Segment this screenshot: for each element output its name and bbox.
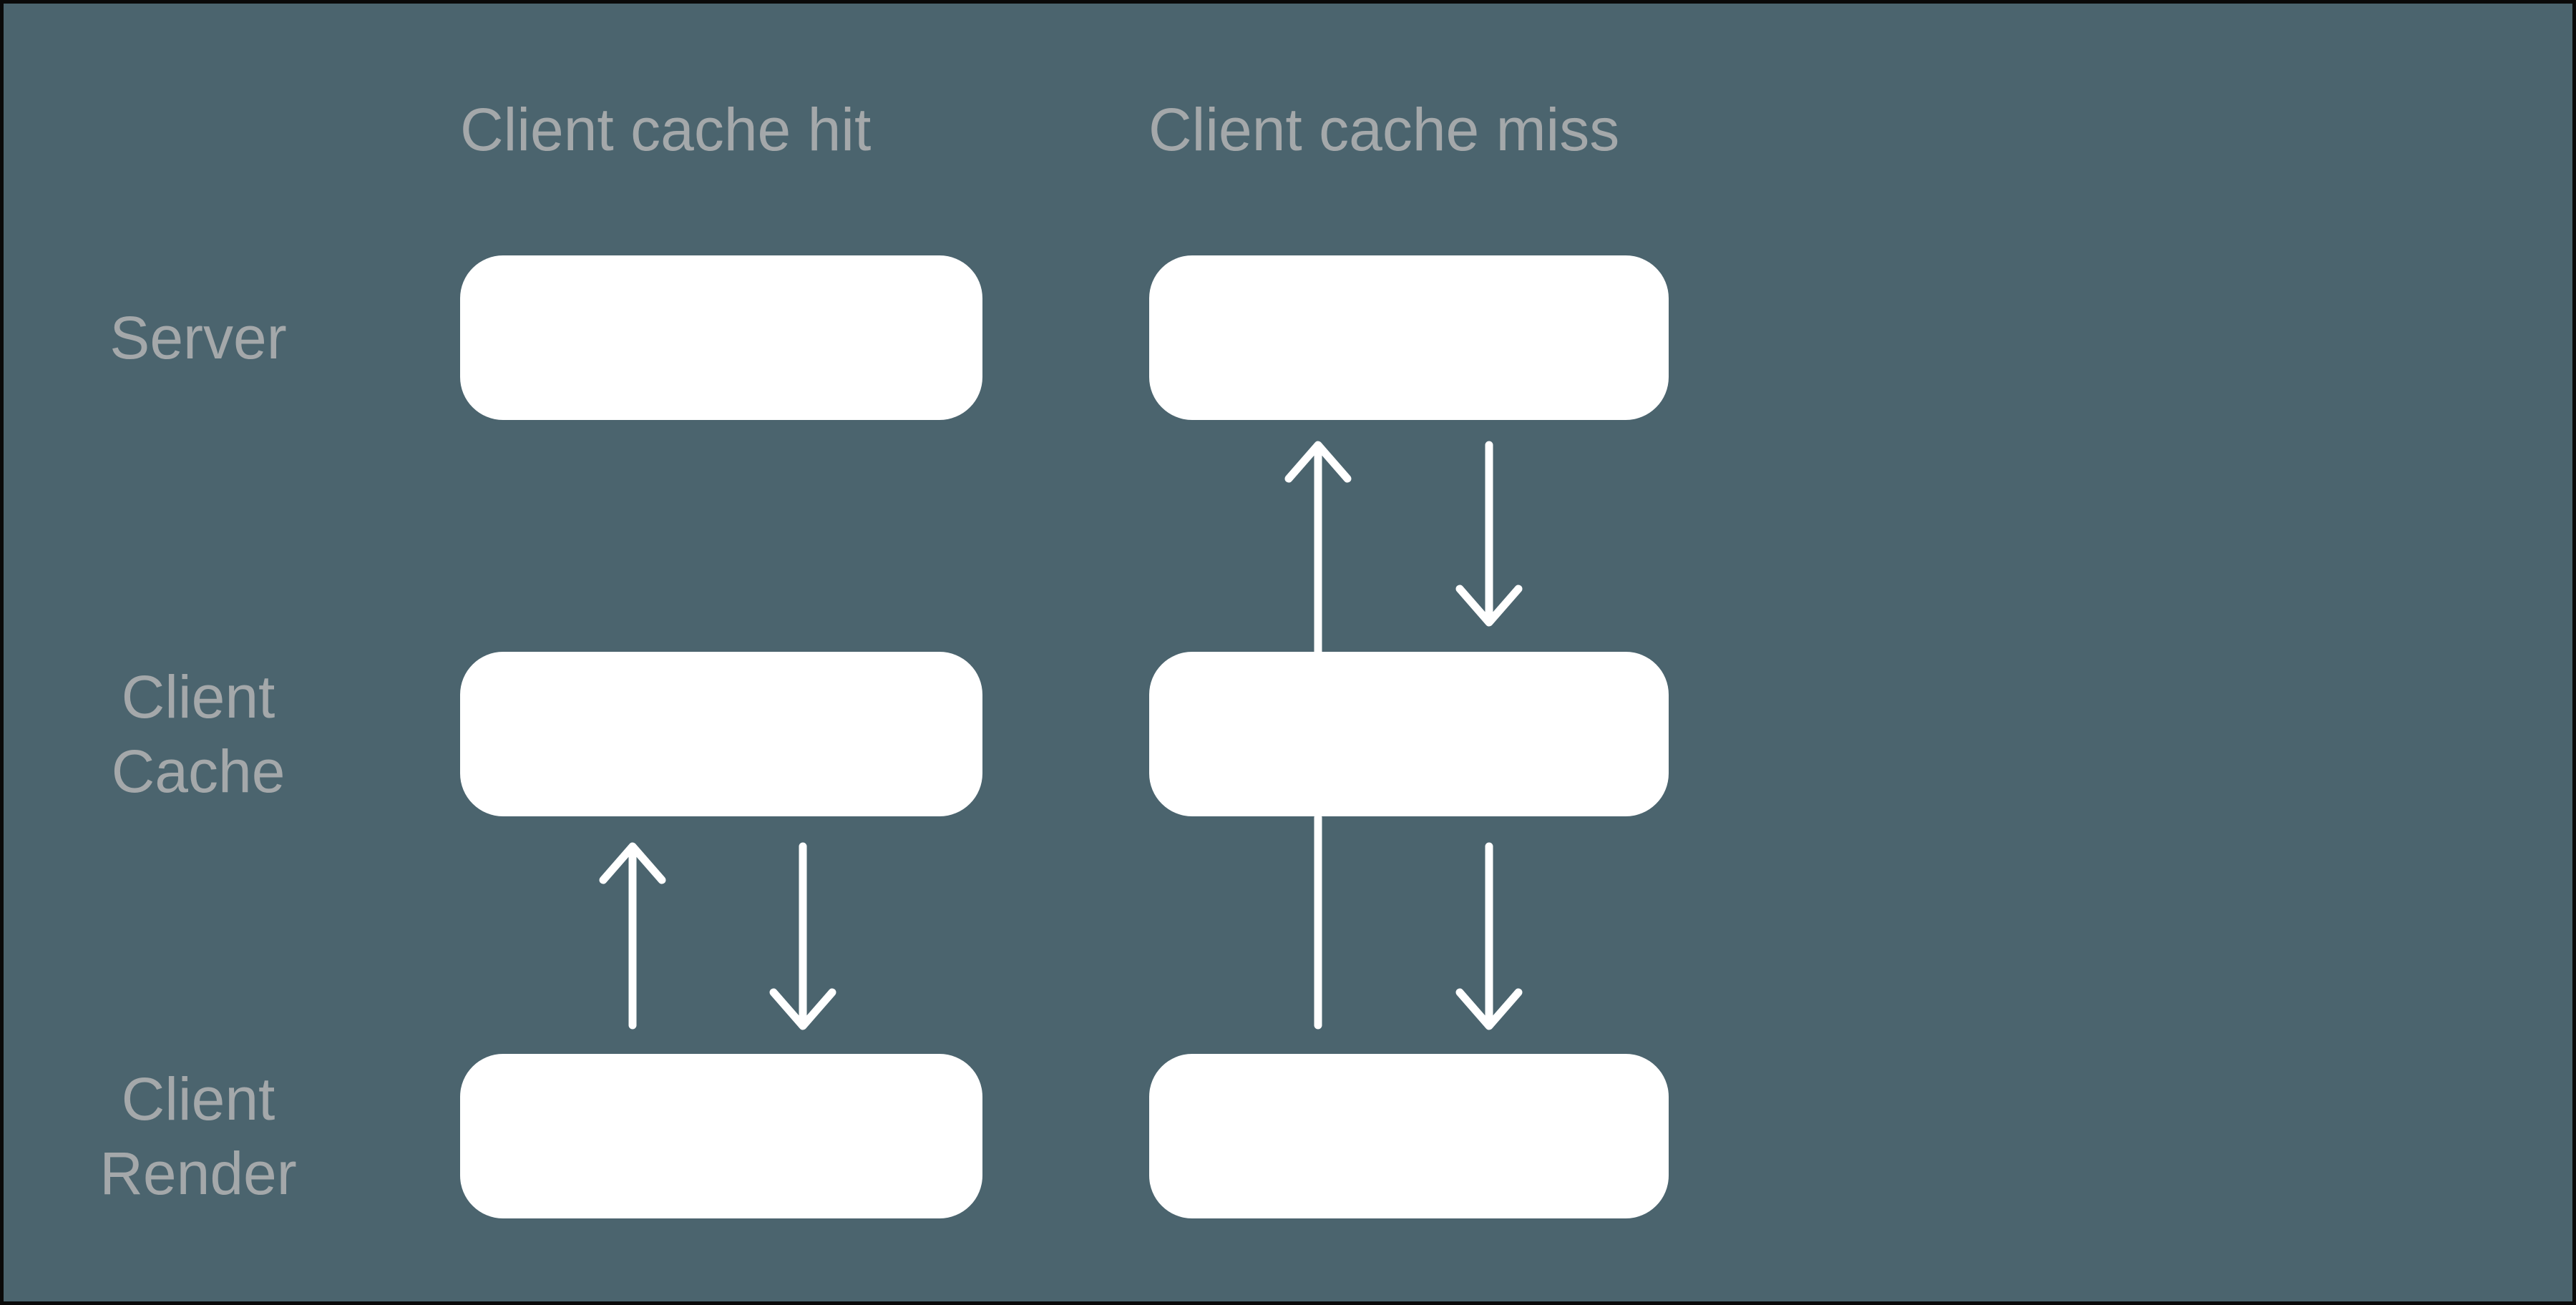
row-label-line: Render (99, 1140, 297, 1207)
column-header-cache-hit: Client cache hit (460, 96, 872, 163)
arrow-down-icon (769, 842, 836, 1030)
column-header-cache-miss: Client cache miss (1148, 96, 1620, 163)
arrow-down-icon (1455, 842, 1523, 1030)
arrow-up-icon (599, 842, 666, 1030)
row-label-line: Cache (111, 738, 286, 805)
box-cache-hit-client-render (460, 1054, 982, 1218)
row-label-line: Client (121, 1065, 275, 1133)
row-label-line: Client (121, 663, 275, 730)
row-label-client-render: Client Render (4, 1054, 393, 1218)
box-cache-miss-client-cache (1149, 652, 1669, 816)
box-cache-miss-server (1149, 255, 1669, 420)
box-cache-miss-client-render (1149, 1054, 1669, 1218)
row-label-server: Server (4, 255, 393, 420)
box-cache-hit-server (460, 255, 982, 420)
arrow-down-icon (1455, 441, 1523, 627)
row-label-client-cache: Client Cache (4, 652, 393, 816)
box-cache-hit-client-cache (460, 652, 982, 816)
row-label-line: Server (109, 304, 287, 371)
